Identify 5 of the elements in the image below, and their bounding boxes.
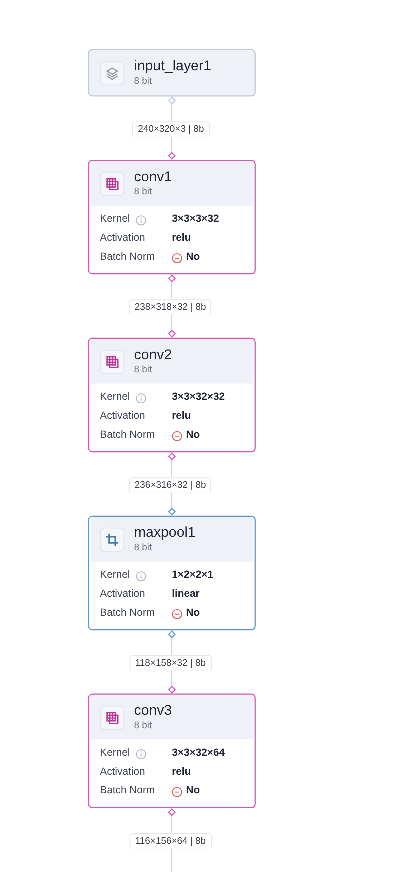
edge-label: 116×156×64 | 8b	[135, 836, 206, 847]
edge-label: 240×320×3 | 8b	[138, 124, 204, 135]
edge-label: 118×158×32 | 8b	[135, 658, 206, 669]
edge-label: 238×318×32 | 8b	[134, 302, 206, 313]
edge-label: 236×316×32 | 8b	[134, 480, 206, 491]
